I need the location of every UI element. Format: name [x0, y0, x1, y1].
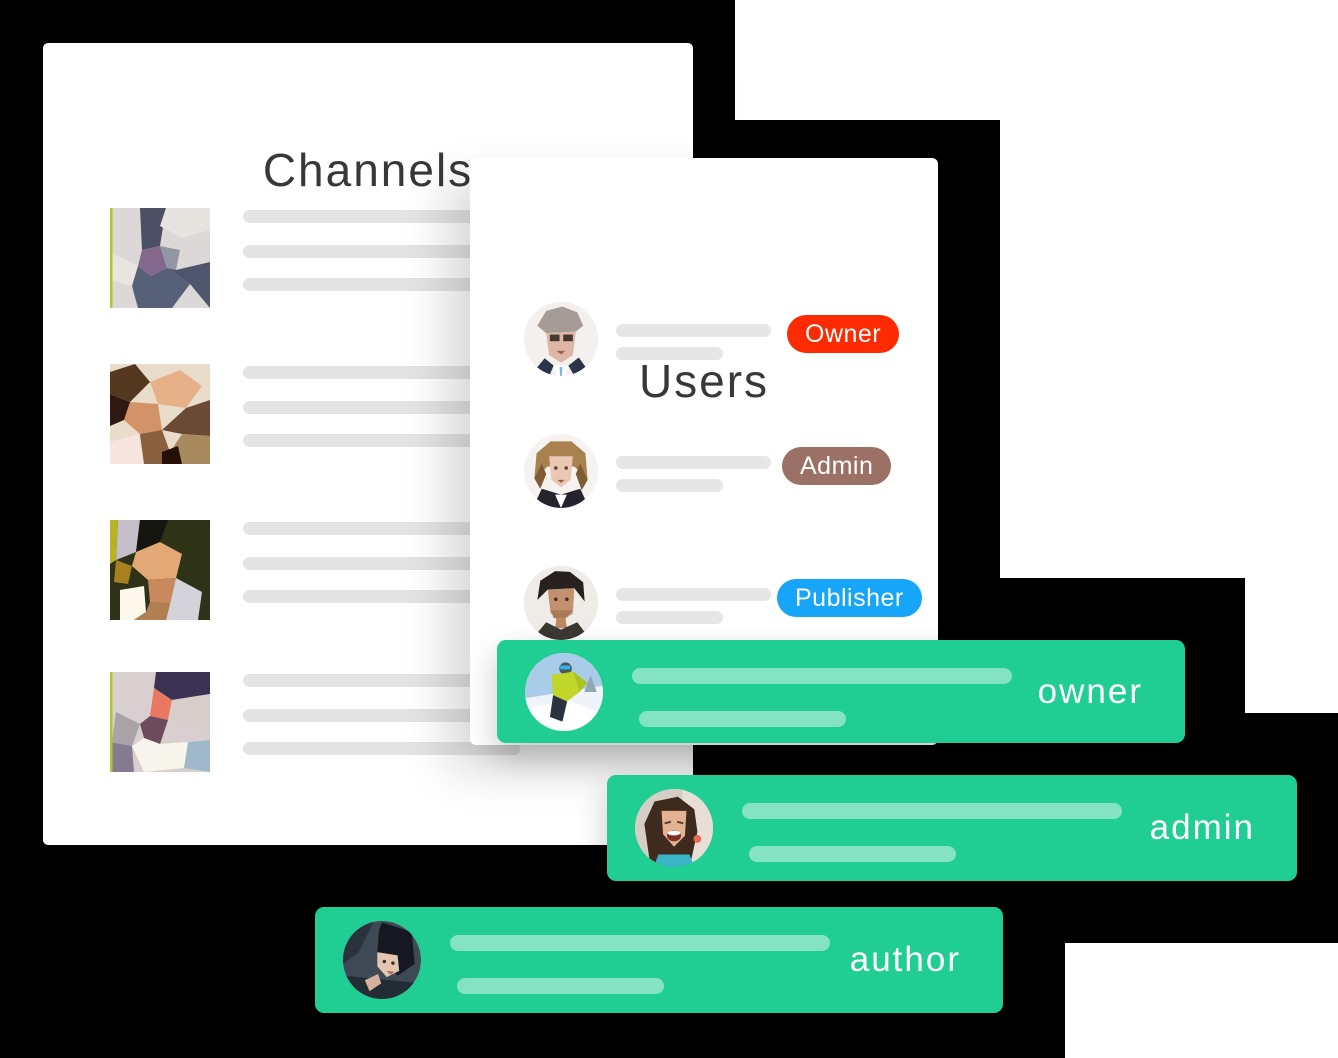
background-patch-right — [1000, 0, 1338, 578]
user-row[interactable]: Publisher — [470, 566, 938, 640]
channel-item[interactable] — [43, 364, 693, 464]
placeholder-bar — [243, 522, 520, 535]
placeholder-bar-green — [742, 803, 1122, 819]
placeholder-bar — [243, 742, 520, 755]
placeholder-bar — [616, 479, 723, 492]
channel-image-mosaic — [110, 208, 210, 308]
role-badge-publisher: Publisher — [777, 579, 922, 617]
placeholder-bar-green — [457, 978, 664, 994]
role-label: owner — [1037, 671, 1143, 711]
role-avatar — [525, 652, 603, 731]
background-patch-top — [735, 0, 1000, 120]
role-badge-admin: Admin — [782, 447, 892, 485]
placeholder-bar — [616, 324, 771, 337]
user-row[interactable]: Owner — [470, 302, 938, 376]
placeholder-bar-green — [450, 935, 830, 951]
placeholder-bar — [243, 709, 520, 722]
user-avatar — [524, 434, 598, 508]
user-avatar — [524, 566, 598, 640]
users-title: Users — [638, 355, 770, 407]
placeholder-bar — [243, 557, 520, 570]
placeholder-bar — [243, 366, 520, 379]
role-label: admin — [1149, 808, 1255, 847]
channels-title: Channels — [262, 144, 474, 196]
user-row[interactable]: Admin — [470, 434, 938, 508]
placeholder-bar — [243, 245, 520, 258]
placeholder-bar-green — [632, 668, 1012, 684]
placeholder-bar — [243, 590, 520, 603]
placeholder-bar — [243, 278, 520, 291]
placeholder-bar — [616, 456, 771, 469]
placeholder-bar — [616, 347, 723, 360]
placeholder-bar — [243, 401, 520, 414]
placeholder-bar — [243, 434, 520, 447]
placeholder-bar — [616, 611, 723, 624]
placeholder-bar-green — [749, 846, 956, 862]
role-badge-owner: Owner — [787, 315, 900, 353]
channel-image-mosaic — [110, 672, 210, 772]
role-bar-author[interactable]: author — [315, 907, 1003, 1013]
user-avatar — [524, 302, 598, 376]
placeholder-bar — [243, 674, 520, 687]
channel-image-mosaic — [110, 364, 210, 464]
background-patch-bottom — [1065, 943, 1338, 1058]
channel-item[interactable] — [43, 208, 693, 308]
channel-item[interactable] — [43, 520, 693, 620]
role-avatar — [635, 789, 713, 867]
role-label: author — [849, 940, 961, 979]
role-bar-owner[interactable]: owner — [497, 640, 1185, 743]
placeholder-bar-green — [639, 711, 846, 727]
channel-item[interactable] — [43, 672, 693, 772]
placeholder-bar — [243, 210, 520, 223]
channel-image-mosaic — [110, 520, 210, 620]
background-patch-step — [1245, 550, 1338, 713]
role-avatar — [343, 921, 421, 999]
placeholder-bar — [616, 588, 771, 601]
role-bar-admin[interactable]: admin — [607, 775, 1297, 881]
